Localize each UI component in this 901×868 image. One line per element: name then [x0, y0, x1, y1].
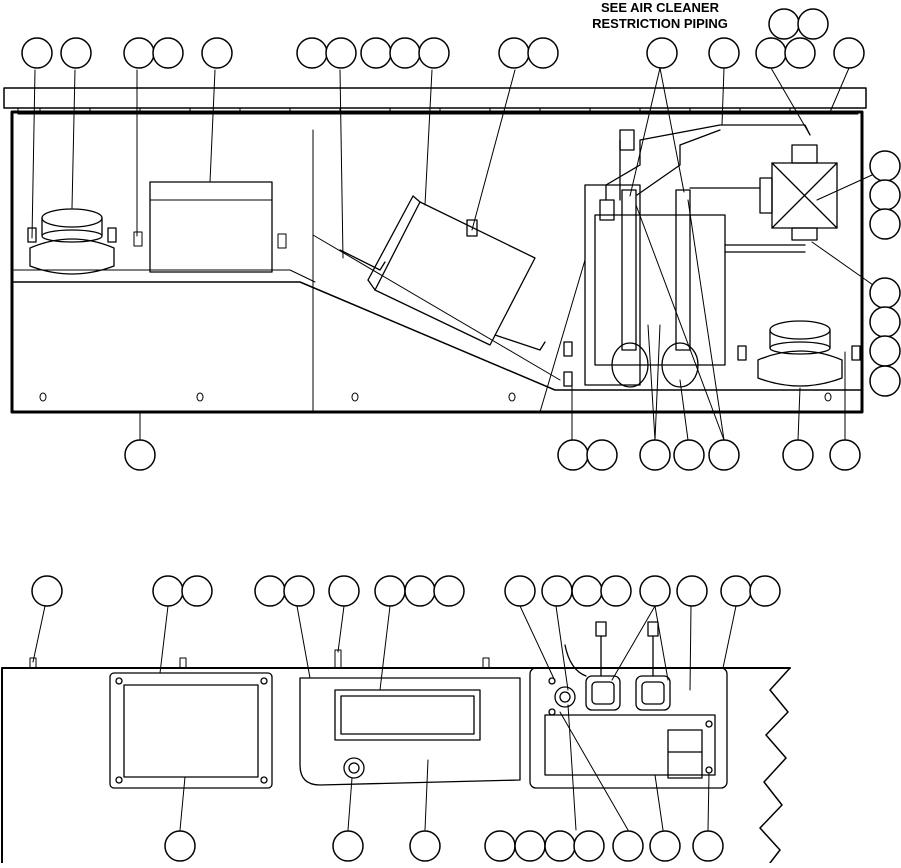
lower-view	[1, 575, 791, 864]
lower-leader-lines	[32, 605, 737, 831]
lower-panel-outline	[1, 667, 791, 864]
note-line-2: RESTRICTION PIPING	[592, 16, 728, 31]
top-pins	[29, 649, 490, 669]
note-line-1: SEE AIR CLEANER	[601, 0, 719, 15]
middle-panel	[299, 677, 521, 786]
left-access-panel	[109, 672, 273, 789]
break-line	[759, 667, 791, 864]
right-filter	[689, 144, 838, 253]
right-control-panel	[529, 621, 728, 789]
upper-view	[3, 8, 901, 471]
lower-callouts	[31, 575, 781, 862]
top-rail	[3, 87, 867, 109]
upper-callouts	[21, 8, 901, 471]
angled-battery-box	[339, 195, 546, 351]
slope-ledge	[13, 281, 861, 391]
bottom-bolts	[39, 392, 832, 402]
upper-left-box	[149, 181, 273, 273]
tank-assembly	[584, 124, 811, 388]
upper-leader-lines	[31, 67, 884, 441]
main-housing	[10, 110, 864, 414]
left-air-cleaner	[27, 208, 117, 275]
right-air-cleaner	[563, 320, 861, 387]
